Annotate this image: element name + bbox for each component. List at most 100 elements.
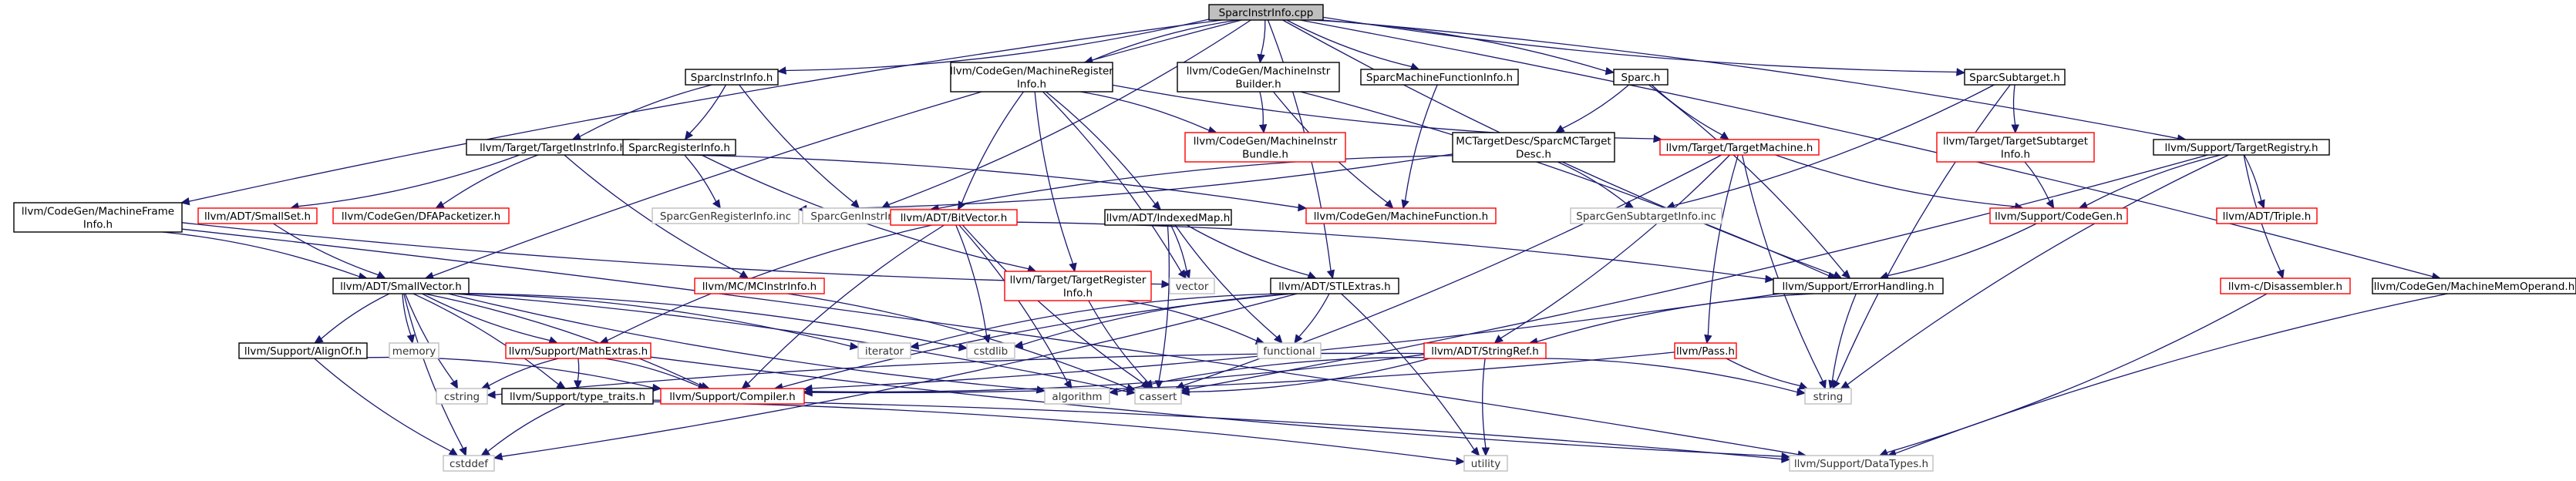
header-node-target-machine[interactable]: llvm/Target/TargetMachine.h <box>1659 139 1820 156</box>
include-edge-indexed-map-to-stlextras <box>1186 224 1317 279</box>
header-node-cstddef[interactable]: cstddef <box>443 455 495 472</box>
include-edge-target-registry-to-support-code-gen <box>2078 154 2221 210</box>
include-edge-sparc-h-to-error-handling <box>1648 84 1851 279</box>
node-box <box>1964 69 2066 86</box>
header-node-stlextras[interactable]: llvm/ADT/STLExtras.h <box>1270 278 1399 294</box>
header-node-sparc-gen-subtarget-info-inc[interactable]: SparcGenSubtargetInfo.inc <box>1570 207 1722 224</box>
header-node-functional[interactable]: functional <box>1257 342 1322 359</box>
header-node-dfapacketizer[interactable]: llvm/CodeGen/DFAPacketizer.h <box>332 207 510 224</box>
include-edge-sparc-mfi-to-machine-function <box>1401 84 1438 210</box>
header-node-triple[interactable]: llvm/ADT/Triple.h <box>2216 207 2318 224</box>
node-label: MCTargetDesc/SparcMCTarget <box>1456 136 1611 148</box>
include-edge-target-registry-to-string <box>1840 154 2229 389</box>
header-node-vector[interactable]: vector <box>1169 278 1215 294</box>
include-edge-indexed-map-to-functional <box>1174 224 1283 344</box>
node-label: string <box>1813 391 1844 403</box>
node-label: SparcSubtarget.h <box>1969 72 2060 84</box>
header-node-compiler[interactable]: llvm/Support/Compiler.h <box>660 388 805 405</box>
node-box <box>197 207 318 224</box>
header-node-math-extras[interactable]: llvm/Support/MathExtras.h <box>505 342 652 359</box>
header-node-target-instr-info[interactable]: llvm/Target/TargetInstrInfo.h <box>466 139 640 156</box>
node-box <box>1773 278 1944 294</box>
include-edge-small-vector-to-align-of <box>314 293 390 344</box>
header-node-error-handling[interactable]: llvm/Support/ErrorHandling.h <box>1773 278 1944 294</box>
include-edge-target-machine-to-string <box>1741 154 1827 390</box>
header-node-cstdlib[interactable]: cstdlib <box>966 342 1015 359</box>
node-box <box>1423 342 1547 359</box>
header-node-sparc-gen-register-info-inc[interactable]: SparcGenRegisterInfo.inc <box>652 207 800 224</box>
node-box <box>1270 278 1399 294</box>
include-edge-machine-instr-builder-to-error-handling <box>1300 91 1837 280</box>
header-node-cstring[interactable]: cstring <box>436 388 488 405</box>
include-edge-sparc-subtarget-to-target-subtarget-info <box>2011 84 2019 134</box>
header-node-sparc-mfi[interactable]: SparcMachineFunctionInfo.h <box>1360 69 1519 86</box>
node-box <box>238 342 368 359</box>
include-edge-small-set-to-small-vector <box>273 223 386 279</box>
header-node-sparc-register-info[interactable]: SparcRegisterInfo.h <box>622 139 736 156</box>
node-box <box>1613 69 1669 86</box>
header-node-disassembler[interactable]: llvm-c/Disassembler.h <box>2220 278 2351 294</box>
header-node-align-of[interactable]: llvm/Support/AlignOf.h <box>238 342 368 359</box>
node-box <box>436 388 488 405</box>
header-node-small-set[interactable]: llvm/ADT/SmallSet.h <box>197 207 318 224</box>
node-box <box>1044 388 1110 405</box>
node-box <box>2216 207 2318 224</box>
node-label: memory <box>392 345 436 358</box>
node-box <box>505 342 652 359</box>
header-node-utility[interactable]: utility <box>1463 455 1508 472</box>
header-node-sparc-instr-info-h[interactable]: SparcInstrInfo.h <box>685 69 779 86</box>
header-node-type-traits[interactable]: llvm/Support/type_traits.h <box>501 388 654 405</box>
header-node-small-vector[interactable]: llvm/ADT/SmallVector.h <box>332 278 470 294</box>
node-label: llvm/Support/CodeGen.h <box>1995 210 2123 223</box>
header-node-pass[interactable]: llvm/Pass.h <box>1674 342 1737 359</box>
header-node-root[interactable]: SparcInstrInfo.cpp <box>1208 4 1324 21</box>
header-node-iterator[interactable]: iterator <box>857 342 911 359</box>
node-box <box>1184 132 1346 163</box>
header-node-string-ref[interactable]: llvm/ADT/StringRef.h <box>1423 342 1547 359</box>
header-node-string[interactable]: string <box>1804 388 1852 405</box>
node-label: llvm/Support/TargetRegistry.h <box>2164 142 2318 154</box>
include-edge-stlextras-to-cstddef <box>493 293 1298 461</box>
node-label: Bundle.h <box>1242 149 1288 161</box>
include-edge-indexed-map-to-vector <box>1170 224 1191 280</box>
node-box <box>1177 62 1340 92</box>
include-edge-target-instr-info-to-machine-function <box>638 153 1308 212</box>
include-edge-machine-reg-info-to-bit-vector <box>957 91 1025 211</box>
node-box <box>2372 278 2576 294</box>
header-node-sparc-subtarget[interactable]: SparcSubtarget.h <box>1964 69 2066 86</box>
include-edge-string-ref-to-string <box>1543 358 1807 396</box>
include-edge-mcinstr-info-to-cassert <box>787 293 1136 392</box>
header-node-support-code-gen[interactable]: llvm/Support/CodeGen.h <box>1989 207 2128 224</box>
header-node-algorithm[interactable]: algorithm <box>1044 388 1110 405</box>
include-edge-machine-reg-info-to-mibundle <box>1080 91 1217 134</box>
node-box <box>332 207 510 224</box>
header-node-bit-vector[interactable]: llvm/ADT/BitVector.h <box>890 209 1018 226</box>
node-box <box>332 278 470 294</box>
node-box <box>685 69 779 86</box>
node-label: llvm/ADT/SmallVector.h <box>340 281 462 293</box>
include-edge-bit-vector-to-algorithm <box>958 224 1072 390</box>
header-node-memory[interactable]: memory <box>389 342 439 359</box>
include-edge-mctarget-desc-to-sparc-gen-register-info-inc <box>797 153 1453 214</box>
header-node-target-registry[interactable]: llvm/Support/TargetRegistry.h <box>2153 139 2330 156</box>
node-box <box>1570 207 1722 224</box>
header-node-cassert[interactable]: cassert <box>1134 388 1182 405</box>
node-box <box>443 455 495 472</box>
include-edge-align-of-to-cstddef <box>314 358 459 456</box>
header-node-sparc-h[interactable]: Sparc.h <box>1613 69 1669 86</box>
node-label: llvm/ADT/Triple.h <box>2223 210 2312 223</box>
header-node-mcinstr-info[interactable]: llvm/MC/MCInstrInfo.h <box>694 278 825 294</box>
header-node-machine-function[interactable]: llvm/CodeGen/MachineFunction.h <box>1305 207 1497 224</box>
include-edge-stlextras-to-cstdlib <box>1013 293 1294 349</box>
header-node-indexed-map[interactable]: llvm/ADT/IndexedMap.h <box>1104 209 1232 226</box>
header-node-machine-mem-operand[interactable]: llvm/CodeGen/MachineMemOperand.h <box>2372 278 2576 294</box>
node-label: llvm/Support/DataTypes.h <box>1794 458 1928 470</box>
header-node-data-types[interactable]: llvm/Support/DataTypes.h <box>1789 455 1934 472</box>
